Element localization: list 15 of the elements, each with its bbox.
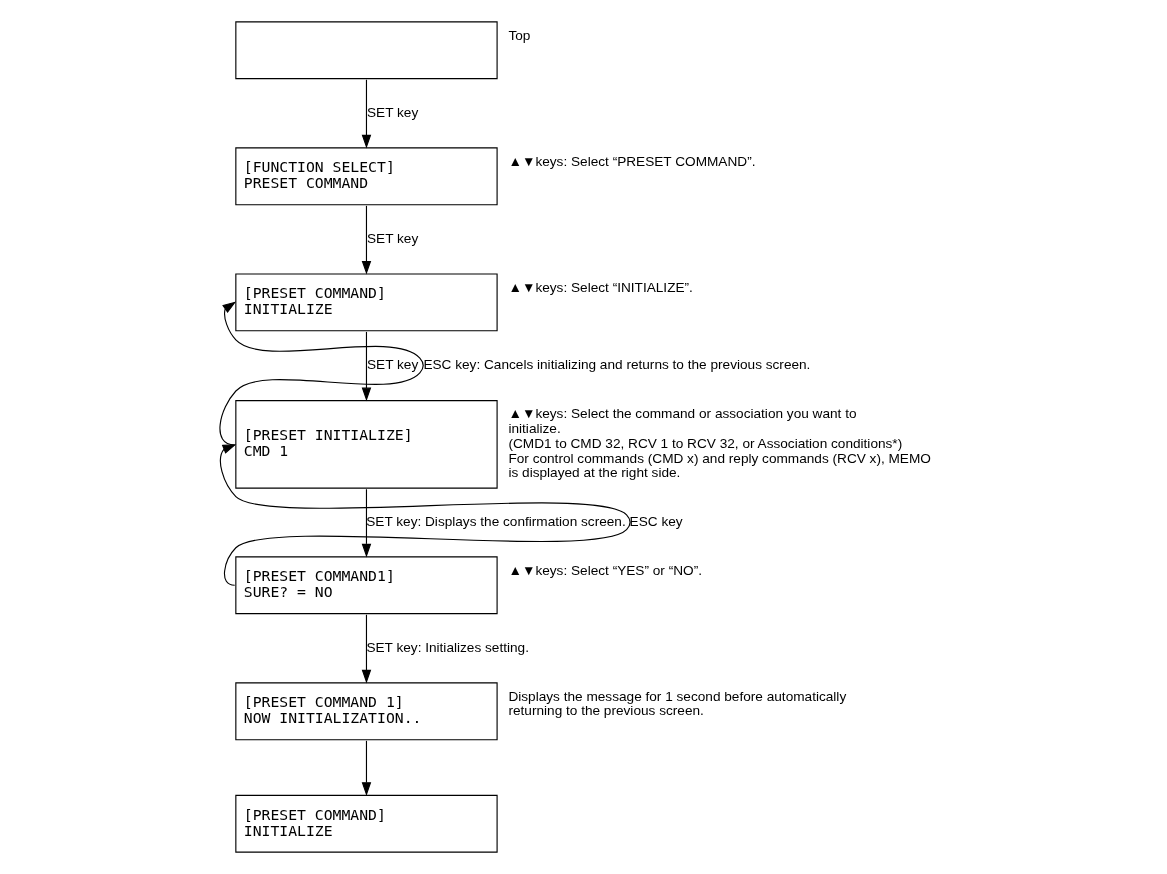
edge-label: SET key <box>366 104 419 120</box>
node-label: ▲▼keys: Select “PRESET COMMAND”. <box>508 153 756 169</box>
edge-label: ESC key: Cancels initializing and returns to the previous screen. <box>423 356 811 372</box>
edge-label: SET key: Displays the confirmation screen. <box>366 513 626 529</box>
edge-label: ESC key <box>629 513 683 529</box>
node-label: Top <box>508 27 531 43</box>
edge-label: SET key <box>366 230 419 246</box>
edge-label: SET key <box>366 356 419 372</box>
edge-label: SET key: Initializes setting. <box>366 639 529 655</box>
node-label: ▲▼keys: Select “YES” or “NO”. <box>508 562 702 578</box>
node-label: ▲▼keys: Select the command or association you want to initialize. <box>508 406 857 437</box>
node-label: Displays the message for 1 second before automatically returning to the previous screen. <box>508 688 847 719</box>
node-label: ▲▼keys: Select “INITIALIZE”. <box>508 279 693 295</box>
node-label: (CMD1 to CMD 32, RCV 1 to RCV 32, or Association conditions*) <box>508 435 903 451</box>
node-label: For control commands (CMD x) and reply commands (RCV x), MEMO is displayed at the right side. <box>508 450 931 481</box>
